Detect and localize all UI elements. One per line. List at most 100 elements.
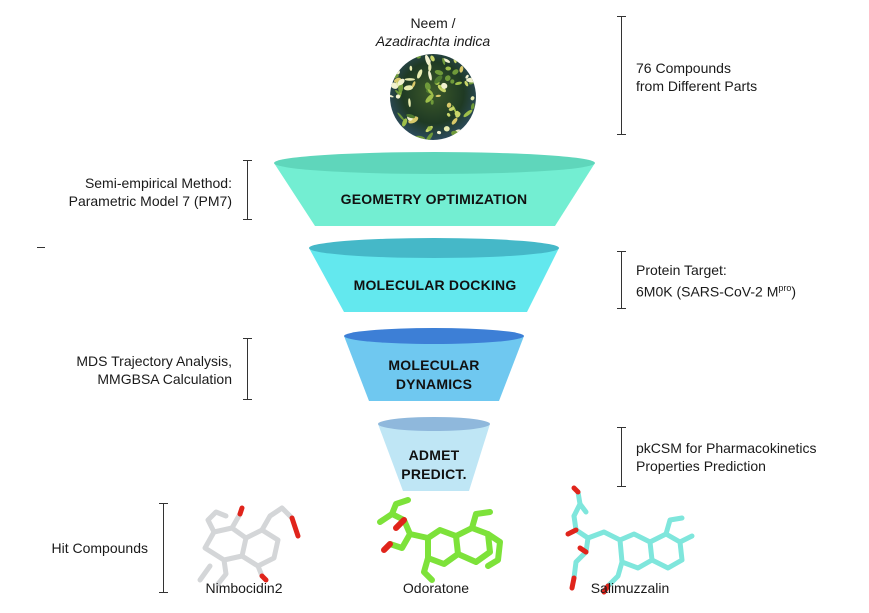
leaf-texture	[425, 94, 434, 103]
funnel-stage-docking	[309, 238, 559, 312]
stage-label-dynamics: MOLECULAR DYNAMICS	[364, 356, 504, 394]
compounds-line1: 76 Compounds	[636, 60, 731, 76]
stage-label-admet: ADMET PREDICT.	[384, 446, 484, 484]
leaf-texture	[396, 54, 407, 58]
funnel-stage-admet	[378, 417, 490, 491]
compounds-annotation: 76 Compounds from Different Parts	[636, 59, 757, 95]
leaf-texture	[427, 126, 432, 131]
stage-label-docking: MOLECULAR DOCKING	[330, 276, 540, 295]
leaf-texture	[459, 66, 464, 73]
leaf-texture	[443, 126, 450, 132]
source-line1: Neem /	[410, 15, 456, 31]
stage-admet-line2: PREDICT.	[401, 466, 467, 482]
neem-photo	[390, 54, 476, 140]
leaf-texture	[434, 75, 443, 84]
leaf-texture	[442, 57, 446, 65]
leaf-texture	[470, 103, 475, 110]
stage-geometry-line1: GEOMETRY OPTIMIZATION	[340, 191, 528, 207]
pkcsm-line1: pkCSM for Pharmacokinetics	[636, 440, 817, 456]
leaf-texture	[402, 118, 408, 127]
leaf-texture	[445, 66, 452, 71]
leaf-texture	[417, 69, 423, 79]
leaf-texture	[406, 114, 416, 119]
leaf-texture	[395, 57, 399, 63]
mds-line1: MDS Trajectory Analysis,	[76, 353, 232, 369]
leaf-texture	[436, 130, 442, 135]
leaf-texture	[434, 69, 444, 76]
leaf-texture	[409, 65, 413, 71]
funnel-stage-dynamics	[344, 328, 524, 401]
leaf-texture	[393, 126, 401, 133]
source-species: Azadirachta indica	[375, 33, 491, 49]
leaf-texture	[430, 55, 435, 62]
leaf-texture	[470, 96, 475, 101]
bracket-semi-empirical	[243, 160, 252, 220]
leaf-texture	[390, 66, 395, 73]
leaf-texture	[430, 99, 434, 105]
leaf-texture	[397, 78, 405, 86]
pkcsm-line2: Properties Prediction	[636, 458, 766, 474]
leaf-texture	[425, 132, 434, 140]
leaf-texture	[450, 79, 455, 84]
stage-dynamics-line1: MOLECULAR	[388, 357, 480, 373]
leaf-texture	[463, 61, 472, 65]
leaf-texture	[403, 85, 414, 91]
leaf-texture	[468, 54, 475, 56]
leaf-texture	[435, 94, 441, 98]
leaf-texture	[444, 75, 451, 82]
stage-dynamics-line2: DYNAMICS	[395, 376, 473, 392]
leaf-texture	[452, 69, 459, 75]
protein-target-suffix: )	[791, 283, 797, 300]
leaf-texture	[446, 112, 451, 117]
leaf-texture	[395, 94, 401, 99]
semi-empirical-annotation: Semi-empirical Method: Parametric Model …	[30, 174, 232, 210]
leaf-texture	[442, 58, 451, 63]
leaf-texture	[471, 128, 476, 134]
leaf-texture	[397, 112, 405, 121]
hits-label: Hit Compounds	[51, 540, 149, 556]
hits-annotation: Hit Compounds	[20, 539, 149, 557]
leaf-texture	[393, 130, 400, 137]
leaf-texture	[441, 82, 448, 89]
source-label: Neem / Azadirachta indica	[343, 14, 523, 50]
hit-name-salimuzzalin: Salimuzzalin	[590, 580, 670, 596]
compounds-line2: from Different Parts	[636, 78, 758, 94]
odoratone-structure-icon	[377, 497, 503, 583]
odoratone-oxygen-marks	[381, 517, 407, 553]
leaf-texture	[463, 109, 473, 118]
salimuzzalin-structure-icon	[571, 489, 695, 589]
bracket-protein-target	[617, 251, 626, 309]
bracket-mds	[243, 338, 252, 400]
leaf-texture	[425, 54, 431, 67]
bracket-hits	[159, 503, 168, 593]
stage-docking-line1: MOLECULAR DOCKING	[353, 277, 517, 293]
stage-label-geometry: GEOMETRY OPTIMIZATION	[300, 190, 568, 209]
funnel-stage-geometry	[274, 152, 595, 226]
leaf-texture	[393, 54, 401, 59]
leaf-texture	[448, 107, 455, 111]
leaf-texture	[400, 54, 409, 59]
semi-empirical-line2: Parametric Model 7 (PM7)	[68, 193, 232, 209]
stage-admet-line1: ADMET	[408, 447, 460, 463]
leaf-texture	[395, 64, 399, 72]
leaf-texture	[390, 136, 395, 140]
nimbocidin2-oxygen-marks	[237, 505, 301, 583]
leaf-texture	[395, 89, 401, 95]
leaf-texture	[408, 98, 411, 108]
leaf-texture	[464, 80, 469, 87]
leaf-texture	[437, 84, 446, 93]
protein-target-line2: 6M0K (SARS-CoV-2 Mpro)	[636, 279, 796, 301]
mds-annotation: MDS Trajectory Analysis, MMGBSA Calculat…	[30, 352, 232, 388]
leaf-texture	[390, 119, 396, 125]
semi-empirical-line1: Semi-empirical Method:	[84, 175, 232, 191]
leaf-texture	[451, 117, 458, 125]
bracket-compounds	[617, 16, 626, 135]
leaf-texture	[428, 70, 432, 81]
leaf-texture	[446, 102, 452, 108]
leaf-texture	[455, 81, 463, 86]
hit-name-odoratone: Odoratone	[402, 580, 470, 596]
leaf-texture	[428, 63, 432, 72]
leaf-texture	[404, 78, 415, 81]
protein-target-prefix: 6M0K (SARS-CoV-2 M	[636, 283, 779, 300]
